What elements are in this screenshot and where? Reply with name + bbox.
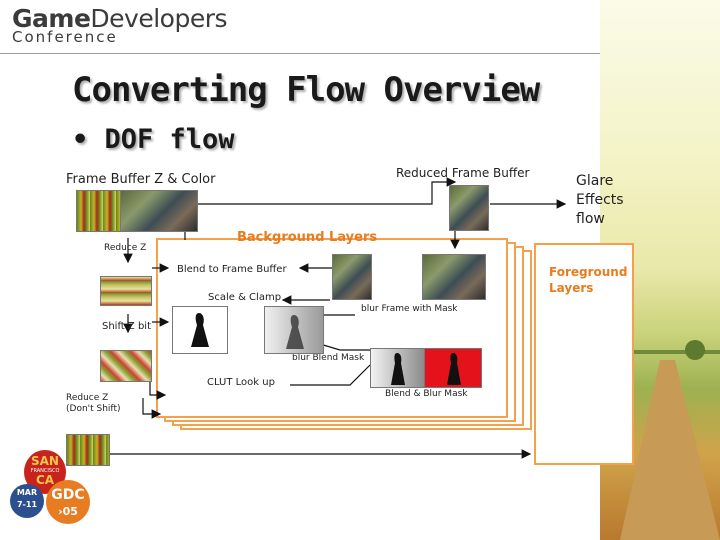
reduced-frame-thumbnail — [449, 185, 489, 231]
badge-gdc: GDC — [51, 487, 85, 503]
badge-orange-circle — [46, 480, 90, 524]
blurred-silhouette-icon — [286, 315, 304, 349]
header-divider — [0, 53, 600, 54]
logo-game-text: Game — [12, 4, 91, 33]
mask-thumbnail — [172, 306, 228, 354]
badge-dates: 7-11 — [16, 500, 38, 509]
clut-silhouette-icon — [391, 353, 405, 385]
blend-to-frame-buffer-label: Blend to Frame Buffer — [177, 264, 287, 275]
background-layers-label: Background Layers — [237, 230, 378, 245]
clut-thumbnail — [370, 348, 426, 388]
slide-title: Converting Flow Overview — [72, 70, 540, 110]
blend-blur-mask-label: Blend & Blur Mask — [385, 389, 468, 399]
blur-mask-thumbnail — [264, 306, 324, 354]
line-clut-look — [290, 364, 371, 386]
blend-blur-thumbnail — [424, 348, 482, 388]
background-layer-thumb-1 — [332, 254, 372, 300]
foreground-layers-label: Foreground Layers — [549, 265, 628, 295]
glare-effects-label: Glare Effects flow — [576, 173, 624, 227]
arrow-clut — [149, 370, 167, 400]
gdc-logo-wordmark: GameDevelopers — [12, 4, 228, 33]
badge-blue-circle — [10, 484, 44, 518]
logo-developers-text: Developers — [90, 4, 228, 33]
blur-frame-with-mask-label: blur Frame with Mask — [361, 304, 458, 314]
arrow-bottom-long — [85, 440, 532, 459]
badge-city-mid: FRANCISCO — [30, 468, 60, 474]
color-buffer-thumbnail — [120, 190, 198, 232]
shifted-z-thumbnail — [100, 350, 152, 382]
red-silhouette-icon — [447, 353, 461, 385]
badge-year: ›05 — [58, 505, 78, 518]
arrow-reduce-dont — [142, 398, 162, 419]
reduced-z-thumbnail — [100, 276, 152, 306]
frame-buffer-label: Frame Buffer Z & Color — [66, 172, 216, 187]
reduce-z-label: Reduce Z — [104, 243, 147, 253]
arrow-to-reduced — [196, 177, 457, 205]
reduce-z-dont-shift-label: Reduce Z (Don't Shift) — [66, 393, 121, 414]
badge-state: CA — [35, 473, 55, 487]
blur-blend-mask-label: blur Blend Mask — [292, 353, 365, 363]
scale-clamp-label: Scale & Clamp — [208, 292, 282, 303]
badge-month: MAR — [16, 488, 38, 497]
silhouette-icon — [191, 313, 209, 347]
clut-look-up-label: CLUT Look up — [207, 377, 275, 388]
z-dont-shift-thumbnail — [66, 434, 110, 466]
bullet-dof-flow: • DOF flow — [72, 124, 235, 155]
reduced-frame-buffer-label: Reduced Frame Buffer — [396, 166, 530, 180]
shift-z-bit-label: Shift Z bit — [102, 321, 151, 332]
badge-city-top: SAN — [31, 454, 59, 468]
zbuffer-thumbnail — [76, 190, 122, 232]
logo-conference-text: Conference — [12, 28, 118, 46]
background-layer-thumb-2 — [422, 254, 486, 300]
foreground-layer-box — [534, 243, 634, 465]
gdc-badge: SAN FRANCISCO CA MAR 7-11 GDC ›05 — [10, 450, 100, 530]
